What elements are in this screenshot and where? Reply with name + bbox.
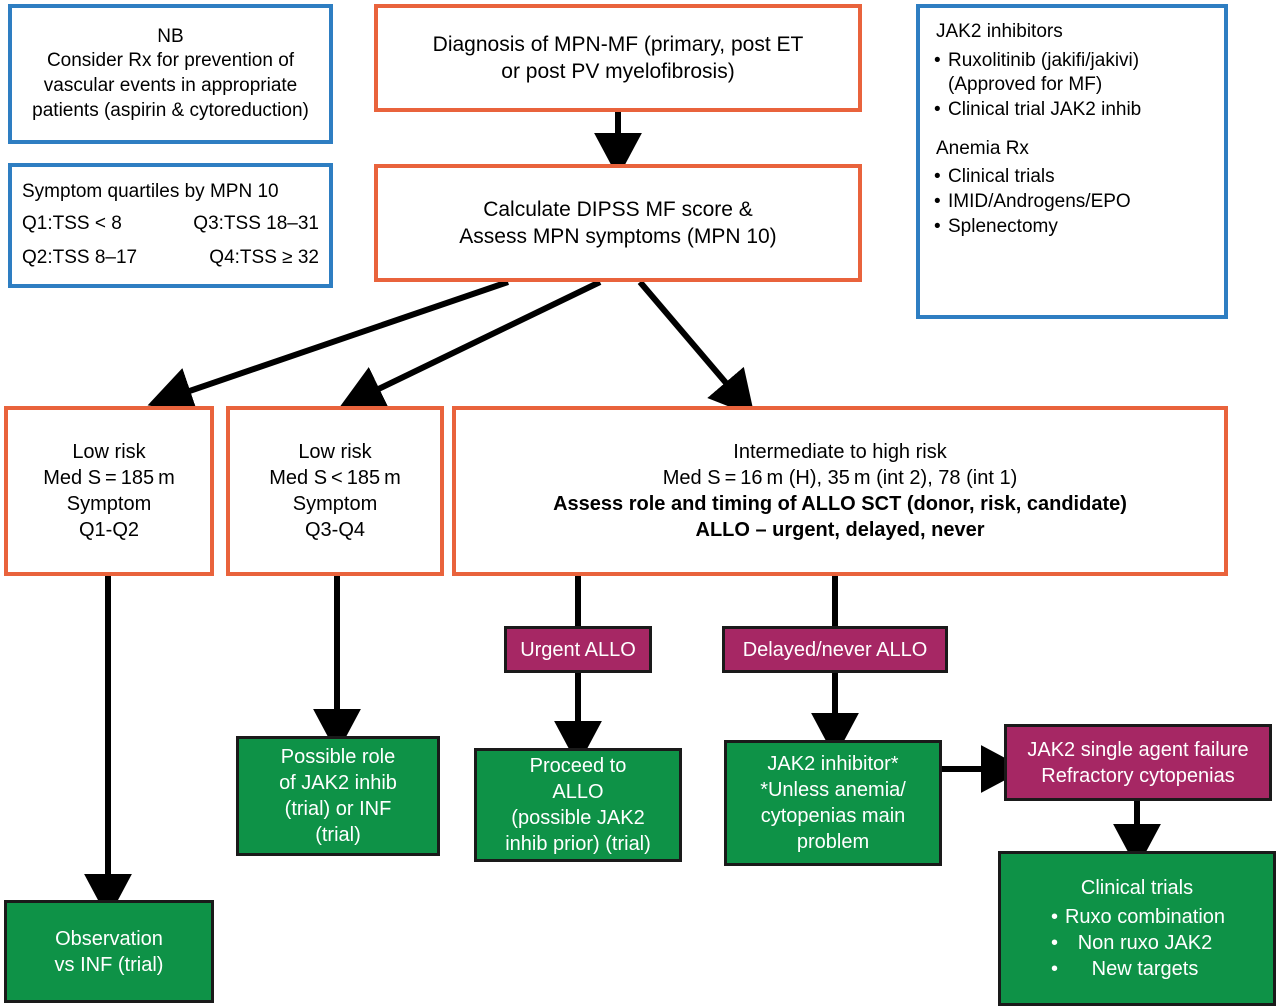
jak2-inhibitors-list: Ruxolitinib (jakifi/jakivi) (Approved fo… — [932, 49, 1141, 123]
quartile-q1: Q1:TSS < 8 — [22, 213, 122, 235]
proceed-allo-line-1: Proceed to — [529, 755, 627, 777]
observation-line-1: Observation — [55, 927, 163, 950]
side-panel-section1-title: JAK2 inhibitors — [936, 21, 1063, 42]
jak2-inhibitor-line-1: JAK2 inhibitor* — [767, 753, 899, 775]
low-risk-2-box: Low risk Med S < 185 m Symptom Q3-Q4 — [226, 406, 444, 576]
edge-dipss-to-lowrisk1 — [147, 279, 509, 414]
anemia-rx-item: IMID/Androgens/EPO — [932, 190, 1131, 215]
side-panel-section2-title: Anemia Rx — [936, 137, 1029, 159]
anemia-rx-item: Clinical trials — [932, 165, 1131, 190]
treatments-side-panel: JAK2 inhibitors Ruxolitinib (jakifi/jaki… — [916, 4, 1228, 319]
diagnosis-box: Diagnosis of MPN-MF (primary, post ET or… — [374, 4, 862, 112]
clinical-trials-heading: Clinical trials — [1080, 877, 1194, 899]
delayed-allo-label: Delayed/never ALLO — [742, 638, 928, 661]
observation-line-2: vs INF (trial) — [54, 953, 164, 976]
anemia-rx-list: Clinical trials IMID/Androgens/EPO Splen… — [932, 165, 1131, 239]
clinical-trials-item: New targets — [1049, 956, 1225, 982]
clinical-trials-box: Clinical trials Ruxo combination Non rux… — [998, 851, 1276, 1006]
low-risk-2-line-1: Low risk — [298, 441, 372, 463]
jak2-failure-line-1: JAK2 single agent failure — [1027, 738, 1249, 761]
dipss-line-1: Calculate DIPSS MF score & — [483, 197, 753, 221]
jak2-inhibitors-item: Clinical trial JAK2 inhib — [932, 98, 1141, 123]
nb-line-1: NB — [157, 25, 184, 47]
high-risk-line-3: Assess role and timing of ALLO SCT (dono… — [553, 493, 1127, 515]
intermediate-high-risk-box: Intermediate to high risk Med S = 16 m (… — [452, 406, 1228, 576]
possible-role-box: Possible role of JAK2 inhib (trial) or I… — [236, 736, 440, 856]
nb-line-3: vascular events in appropriate — [43, 75, 298, 96]
symptom-quartiles-box: Symptom quartiles by MPN 10 Q1:TSS < 8 Q… — [8, 163, 333, 288]
jak2-inhibitor-line-2: *Unless anemia/ — [760, 779, 906, 801]
anemia-rx-item: Splenectomy — [932, 215, 1131, 240]
proceed-allo-line-3: (possible JAK2 — [511, 807, 645, 829]
jak2-failure-box: JAK2 single agent failure Refractory cyt… — [1004, 724, 1272, 801]
low-risk-1-line-4: Q1-Q2 — [78, 519, 140, 541]
clinical-trials-item: Non ruxo JAK2 — [1049, 930, 1225, 956]
diagnosis-line-1: Diagnosis of MPN-MF (primary, post ET — [432, 32, 804, 56]
possible-role-line-3: (trial) or INF — [284, 798, 392, 820]
symptom-quartiles-heading: Symptom quartiles by MPN 10 — [22, 181, 279, 203]
high-risk-line-4: ALLO – urgent, delayed, never — [695, 519, 985, 541]
dipss-line-2: Assess MPN symptoms (MPN 10) — [459, 225, 777, 248]
quartile-q4: Q4:TSS ≥ 32 — [209, 246, 319, 268]
low-risk-1-line-2: Med S = 185 m — [43, 467, 175, 489]
jak2-inhibitor-box: JAK2 inhibitor* *Unless anemia/ cytopeni… — [724, 740, 942, 866]
proceed-allo-line-2: ALLO — [552, 781, 604, 803]
low-risk-2-line-4: Q3-Q4 — [304, 519, 366, 541]
clinical-trials-item: Ruxo combination — [1049, 904, 1225, 930]
diagnosis-line-2: or post PV myelofibrosis) — [501, 60, 735, 83]
jak2-inhibitor-line-3: cytopenias main — [760, 805, 906, 827]
edge-dipss-to-highrisk — [637, 280, 755, 417]
proceed-allo-line-4: inhib prior) (trial) — [505, 833, 651, 855]
quartile-q3: Q3:TSS 18–31 — [193, 213, 319, 235]
nb-note-box: NB Consider Rx for prevention of vascula… — [8, 4, 333, 144]
low-risk-1-box: Low risk Med S = 185 m Symptom Q1-Q2 — [4, 406, 214, 576]
observation-box: Observation vs INF (trial) — [4, 900, 214, 1003]
low-risk-2-line-3: Symptom — [292, 493, 378, 515]
delayed-never-allo-box: Delayed/never ALLO — [722, 626, 948, 673]
nb-line-4: patients (aspirin & cytoreduction) — [32, 99, 309, 121]
urgent-allo-box: Urgent ALLO — [504, 626, 652, 673]
low-risk-1-line-1: Low risk — [72, 441, 146, 463]
proceed-to-allo-box: Proceed to ALLO (possible JAK2 inhib pri… — [474, 748, 682, 862]
possible-role-line-1: Possible role — [280, 746, 396, 768]
possible-role-line-4: (trial) — [315, 824, 361, 846]
nb-line-2: Consider Rx for prevention of — [46, 50, 295, 72]
jak2-inhibitors-item: (Approved for MF) — [948, 74, 1103, 96]
dipss-box: Calculate DIPSS MF score & Assess MPN sy… — [374, 164, 862, 282]
jak2-failure-line-2: Refractory cytopenias — [1041, 764, 1235, 787]
high-risk-line-2: Med S = 16 m (H), 35 m (int 2), 78 (int … — [662, 467, 1018, 489]
low-risk-1-line-3: Symptom — [66, 493, 152, 515]
clinical-trials-list: Ruxo combination Non ruxo JAK2 New targe… — [1049, 904, 1225, 982]
urgent-allo-label: Urgent ALLO — [520, 638, 636, 661]
possible-role-line-2: of JAK2 inhib — [279, 772, 397, 794]
high-risk-line-1: Intermediate to high risk — [733, 441, 947, 463]
jak2-inhibitors-item: Ruxolitinib (jakifi/jakivi) — [932, 49, 1141, 74]
quartile-q2: Q2:TSS 8–17 — [22, 246, 138, 268]
low-risk-2-line-2: Med S < 185 m — [269, 467, 401, 489]
jak2-inhibitor-line-4: problem — [796, 831, 870, 853]
edge-dipss-to-lowrisk2 — [338, 279, 602, 411]
